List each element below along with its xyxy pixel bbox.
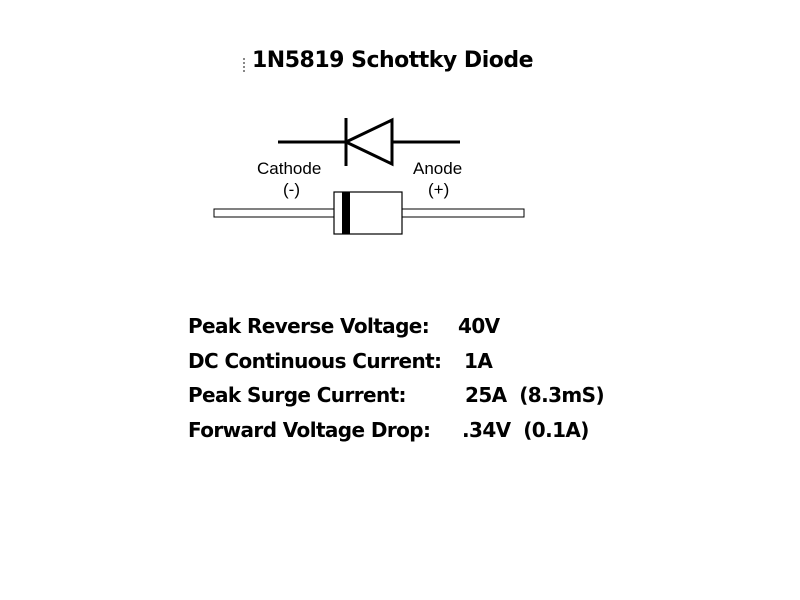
cathode-band xyxy=(342,192,350,234)
anode-triangle xyxy=(342,117,394,167)
diode-package xyxy=(213,191,525,235)
title-artifact xyxy=(243,58,247,72)
spec-label: Peak Surge Current: xyxy=(188,383,407,407)
spec-value: .34V (0.1A) xyxy=(462,417,589,442)
cathode-polarity: (-) xyxy=(283,180,300,199)
spec-value: 25A (8.3mS) xyxy=(465,383,605,407)
cathode-label: Cathode xyxy=(257,159,321,178)
anode-polarity: (+) xyxy=(428,180,449,199)
spec-value: 1A xyxy=(464,348,493,373)
spec-label: DC Continuous Current: xyxy=(188,348,442,373)
spec-label: Peak Reverse Voltage: xyxy=(188,314,430,338)
lead-left xyxy=(213,208,336,218)
spec-label: Forward Voltage Drop: xyxy=(188,417,431,442)
anode-label: Anode xyxy=(413,159,462,178)
lead-right xyxy=(401,208,525,218)
spec-value: 40V xyxy=(458,314,500,338)
page-title: 1N5819 Schottky Diode xyxy=(252,48,534,73)
diode-schematic-symbol xyxy=(278,117,460,167)
